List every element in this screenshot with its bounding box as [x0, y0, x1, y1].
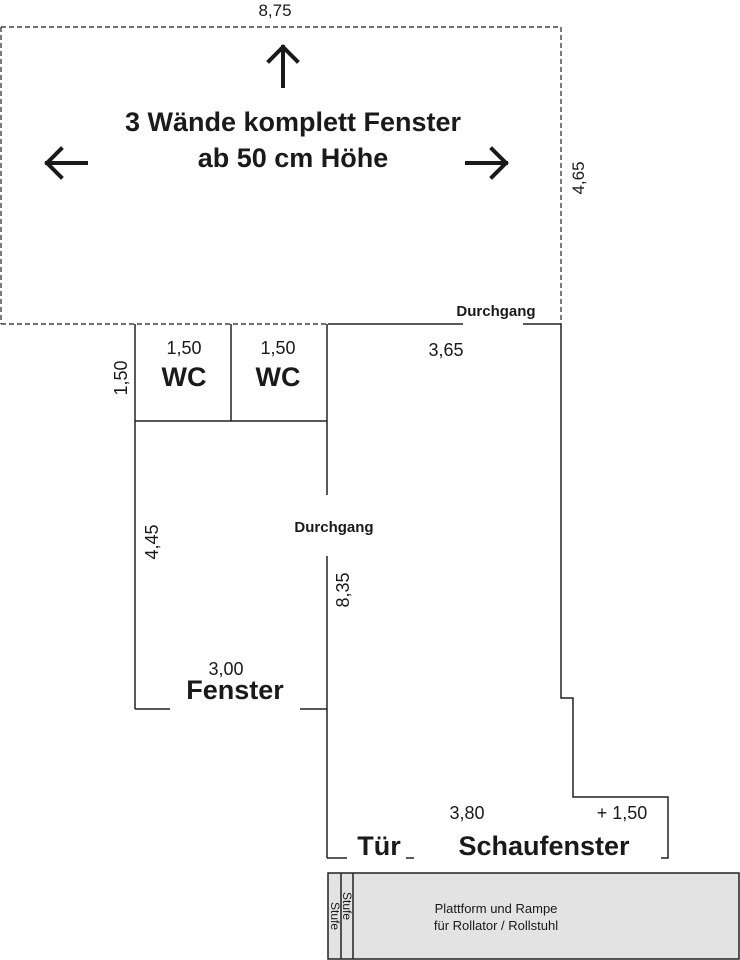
window-note-line2: ab 50 cm Höhe: [198, 143, 389, 173]
wc2-width: 1,50: [260, 338, 295, 358]
upper-room-outline: [0, 26, 562, 325]
left-room-depth: 4,45: [142, 524, 162, 559]
main-room-width: 3,65: [428, 340, 463, 360]
platform-line1: Plattform und Rampe: [435, 901, 558, 916]
fenster-label: Fenster: [186, 675, 284, 705]
wc1-width: 1,50: [166, 338, 201, 358]
step1-label: Stufe: [328, 902, 342, 930]
upper-depth-label: 4,65: [569, 161, 588, 194]
wc1-label: WC: [162, 362, 207, 392]
middle-length: 8,35: [333, 572, 353, 607]
upper-width-label: 8,75: [258, 1, 291, 20]
left-room-width: 3,00: [208, 659, 243, 679]
window-note-line1: 3 Wände komplett Fenster: [125, 107, 462, 137]
wc-walls: [134, 324, 328, 858]
step2-label: Stufe: [340, 892, 354, 920]
wc2-label: WC: [256, 362, 301, 392]
arrow-right-icon: [465, 146, 509, 180]
shop-window-label: Schaufenster: [458, 831, 630, 861]
upper-passage-label: Durchgang: [456, 303, 535, 320]
door-label: Tür: [357, 831, 401, 861]
front-extra: + 1,50: [597, 803, 648, 823]
right-wall: [560, 324, 669, 859]
front-width: 3,80: [449, 803, 484, 823]
platform-ramp: [327, 872, 740, 960]
arrow-up-icon: [266, 44, 300, 88]
middle-passage-label: Durchgang: [294, 519, 373, 536]
wc-depth: 1,50: [111, 360, 131, 395]
arrow-left-icon: [44, 146, 88, 180]
platform-line2: für Rollator / Rollstuhl: [434, 918, 558, 933]
